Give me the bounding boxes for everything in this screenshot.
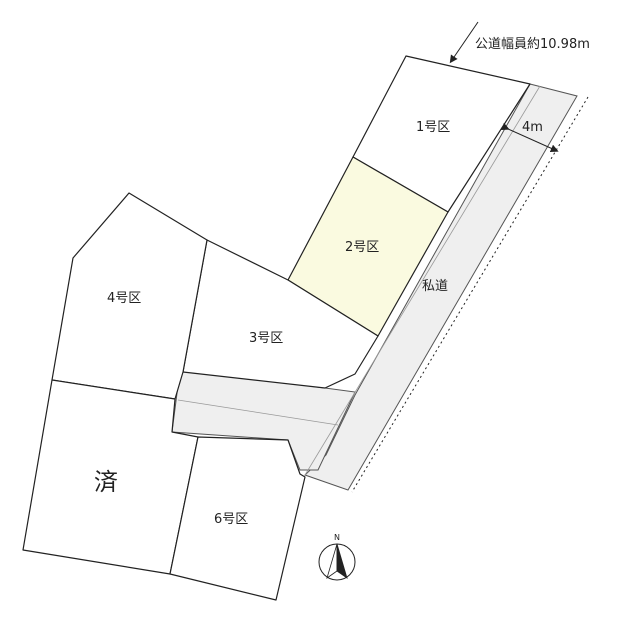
private-road-label: 私道 bbox=[422, 279, 448, 294]
public-road-arrow bbox=[449, 21, 479, 64]
north-compass-icon: N bbox=[318, 533, 356, 581]
public-road-label: 公道幅員約10.98m bbox=[475, 37, 590, 52]
sold-label: 済 bbox=[94, 468, 118, 496]
road-width-label: 4m bbox=[522, 120, 543, 135]
lot-4-label: 4号区 bbox=[107, 291, 141, 306]
lot-2-label: 2号区 bbox=[345, 240, 379, 255]
road-width-dimension bbox=[500, 122, 559, 153]
private-road-branch bbox=[171, 369, 356, 471]
lot-1-label: 1号区 bbox=[416, 120, 450, 135]
road-branch-line bbox=[177, 399, 339, 426]
lot-6[interactable] bbox=[169, 436, 306, 601]
north-label: N bbox=[334, 533, 340, 542]
road-boundary-dashed bbox=[351, 96, 589, 493]
lot-3-label: 3号区 bbox=[249, 331, 283, 346]
lot-6-label: 6号区 bbox=[214, 512, 248, 527]
